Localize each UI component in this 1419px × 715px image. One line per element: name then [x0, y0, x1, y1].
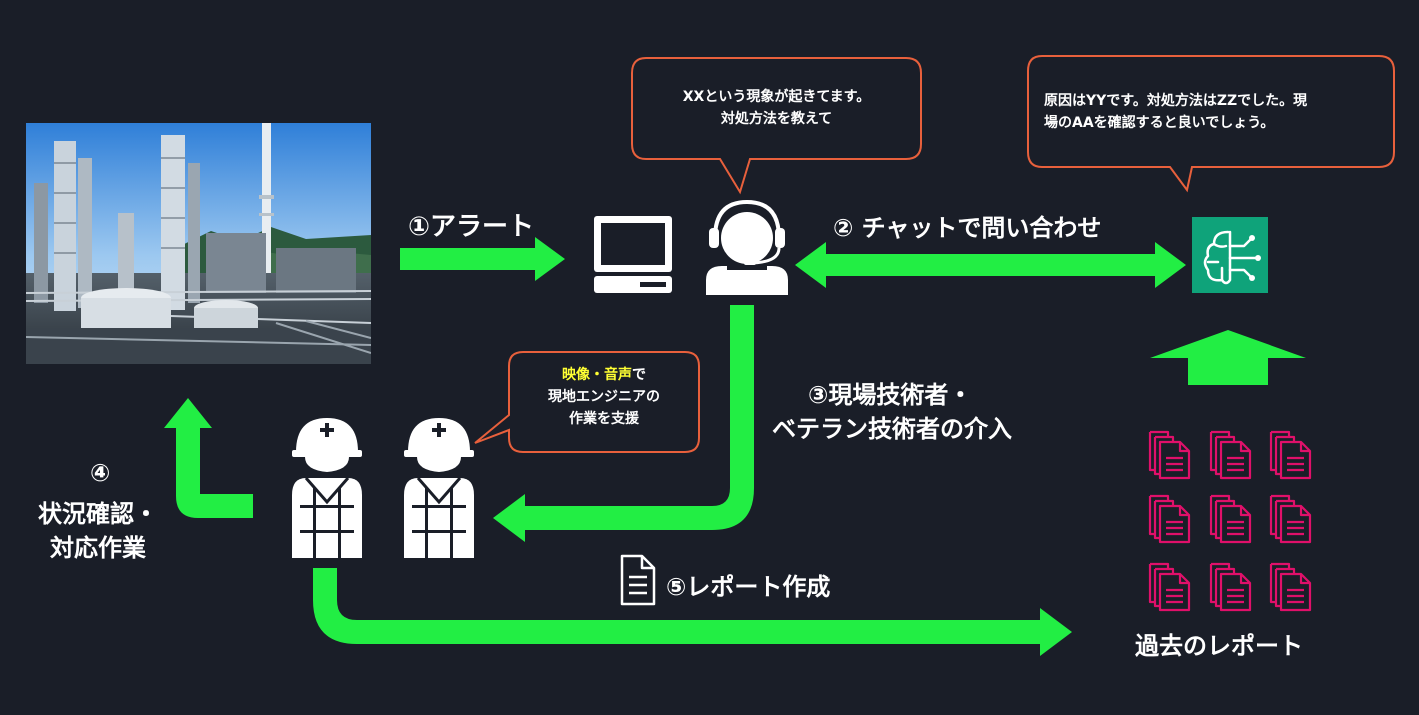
worker-icon — [292, 418, 362, 558]
intervention-arrow — [493, 305, 754, 542]
support-text: 映像・音声で 現地エンジニアの 作業を支援 — [509, 364, 699, 430]
operator-speech-bubble — [631, 57, 922, 195]
support-highlight: 映像・音声 — [562, 367, 632, 383]
report-arrow — [313, 568, 1072, 656]
operator-headset-icon — [706, 199, 788, 295]
ai-brain-icon — [1192, 217, 1268, 293]
response-arrow — [164, 398, 253, 518]
past-report-doc-icon — [1269, 430, 1312, 480]
past-reports-label: 過去のレポート — [1135, 632, 1303, 660]
support-speech-bubble — [474, 351, 700, 453]
past-report-doc-icon — [1148, 494, 1191, 544]
ai-answer-line1: 原因はYYです。対処方法はZZでした。現 — [1044, 93, 1308, 109]
support-line2: 現地エンジニアの — [548, 389, 660, 405]
past-report-doc-icon — [1148, 562, 1191, 612]
worker-icon — [404, 418, 474, 558]
ai-answer-text: 原因はYYです。対処方法はZZでした。現 場のAAを確認すると良いでしょう。 — [1044, 90, 1307, 134]
support-line3: 作業を支援 — [569, 411, 639, 427]
step-intervention-label-line1: ③現場技術者・ — [808, 381, 973, 409]
ai-answer-line2: 場のAAを確認すると良いでしょう。 — [1044, 115, 1275, 131]
computer-icon — [594, 216, 672, 293]
chat-double-arrow — [795, 242, 1186, 288]
knowledge-up-arrow — [1150, 330, 1306, 385]
past-report-doc-icon — [1209, 430, 1252, 480]
support-line1: 映像・音声で — [509, 364, 699, 386]
factory-photo — [26, 123, 371, 364]
report-doc-icon — [620, 554, 656, 606]
support-line1-rest: で — [632, 367, 646, 383]
step-response-label-line1: 状況確認・ — [38, 500, 158, 528]
step-response-label-line2: 対応作業 — [50, 534, 146, 562]
step-response-number: ④ — [90, 459, 111, 487]
operator-question-line1: XXという現象が起きてます。 — [682, 89, 871, 105]
step-alert-label: ①アラート — [408, 212, 535, 242]
past-report-doc-icon — [1209, 562, 1252, 612]
past-report-doc-icon — [1148, 430, 1191, 480]
alert-arrow — [400, 237, 565, 281]
past-report-doc-icon — [1209, 494, 1252, 544]
operator-question-line2: 対処方法を教えて — [720, 111, 833, 127]
past-report-doc-icon — [1269, 494, 1312, 544]
step-report-label: ⑤レポート作成 — [666, 573, 831, 601]
ai-speech-bubble — [1027, 55, 1395, 193]
past-report-doc-icon — [1269, 562, 1312, 612]
step-intervention-label-line2: ベテラン技術者の介入 — [772, 415, 1012, 443]
operator-question-text: XXという現象が起きてます。 対処方法を教えて — [632, 86, 921, 130]
step-chat-label: ② チャットで問い合わせ — [833, 214, 1102, 242]
